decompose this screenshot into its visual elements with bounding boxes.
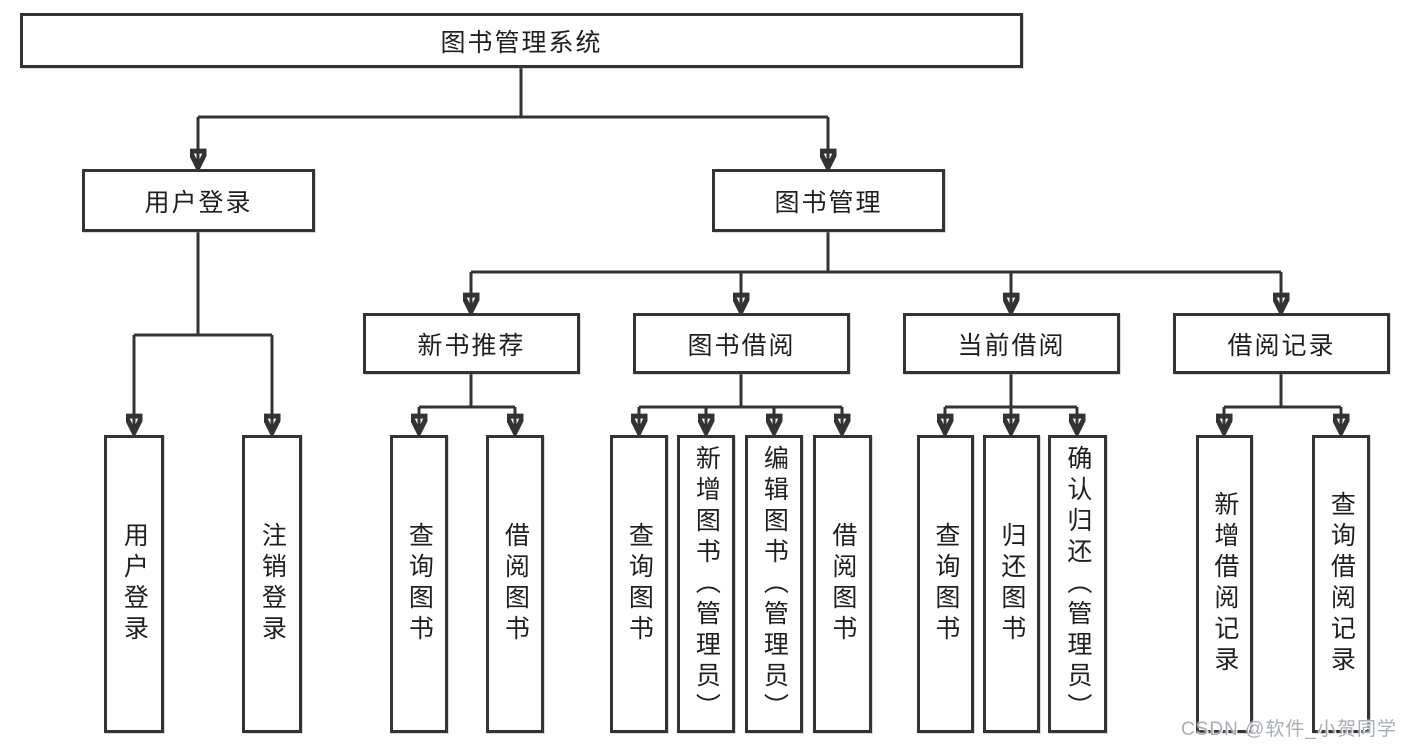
leaf-query-borrow-record: 查询借阅记录	[1312, 435, 1370, 733]
leaf-logout: 注销登录	[242, 435, 302, 733]
node-book-borrowing: 图书借阅	[633, 313, 850, 374]
node-borrowing-records: 借阅记录	[1173, 313, 1390, 374]
leaf-add-borrow-record: 新增借阅记录	[1196, 435, 1253, 733]
leaf-borrow-books-borrowing: 借阅图书	[813, 435, 872, 733]
leaf-query-books-current: 查询图书	[917, 435, 974, 733]
csdn-watermark: CSDN @软件_小贺同学	[1181, 719, 1397, 740]
leaf-confirm-return-admin: 确认归还（管理员）	[1048, 435, 1107, 733]
node-root-library-system: 图书管理系统	[20, 13, 1023, 68]
leaf-return-books: 归还图书	[983, 435, 1040, 733]
leaf-query-books-borrowing: 查询图书	[610, 435, 668, 733]
node-new-book-recommendation: 新书推荐	[363, 313, 580, 374]
leaf-query-books-recommend: 查询图书	[390, 435, 448, 733]
leaf-user-login: 用户登录	[104, 435, 164, 733]
leaf-add-book-admin: 新增图书（管理员）	[677, 435, 735, 733]
node-current-borrowing: 当前借阅	[903, 313, 1120, 374]
leaf-borrow-books-recommend: 借阅图书	[486, 435, 544, 733]
leaf-edit-book-admin: 编辑图书（管理员）	[745, 435, 803, 733]
node-book-management: 图书管理	[712, 169, 945, 232]
node-user-login: 用户登录	[82, 169, 315, 232]
